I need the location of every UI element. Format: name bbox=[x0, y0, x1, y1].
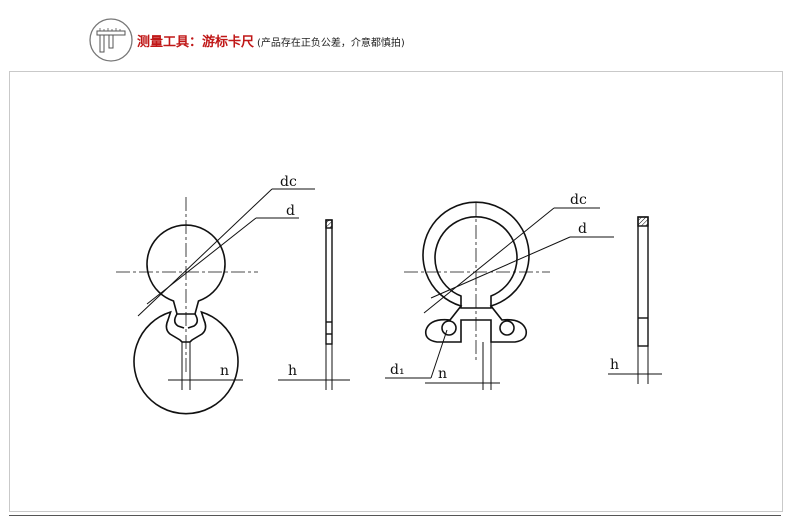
left-h-label: h bbox=[288, 363, 297, 379]
caliper-icon bbox=[89, 18, 133, 62]
right-leaders bbox=[385, 207, 614, 379]
right-circlip bbox=[422, 201, 530, 343]
circlip-diagram: dc d n h bbox=[116, 174, 662, 415]
right-eyelet-left bbox=[441, 320, 457, 336]
right-ring-outer bbox=[422, 201, 530, 343]
right-centerlines bbox=[404, 202, 550, 362]
left-leaders bbox=[137, 188, 315, 317]
right-eyelet-right bbox=[499, 320, 515, 336]
left-d-label: d bbox=[286, 203, 295, 219]
left-ring-outer bbox=[133, 310, 239, 415]
left-side-view bbox=[278, 219, 350, 390]
header: 测量工具：游标卡尺 (产品存在正负公差，介意都慎拍) bbox=[88, 15, 405, 65]
right-n-label: n bbox=[438, 366, 447, 382]
left-circlip bbox=[133, 224, 239, 415]
right-n-dimension bbox=[425, 342, 500, 390]
right-dc-label: dc bbox=[570, 192, 587, 208]
left-dc-label: dc bbox=[280, 174, 297, 190]
right-ring-inner bbox=[434, 216, 518, 309]
left-lug-detail bbox=[173, 313, 185, 329]
left-n-dimension bbox=[168, 342, 243, 390]
left-n-label: n bbox=[220, 363, 229, 379]
tolerance-note: (产品存在正负公差，介意都慎拍) bbox=[257, 37, 405, 49]
bottom-divider bbox=[9, 515, 781, 516]
right-d-label: d bbox=[578, 221, 587, 237]
page-title: 测量工具：游标卡尺 bbox=[137, 34, 255, 50]
left-ring-inner bbox=[146, 224, 226, 315]
diagram-frame: dc d n h bbox=[9, 71, 783, 512]
left-lug-detail bbox=[187, 313, 199, 329]
right-d1-label: d₁ bbox=[390, 362, 405, 378]
right-h-label: h bbox=[610, 357, 619, 373]
right-side-view bbox=[608, 216, 662, 384]
